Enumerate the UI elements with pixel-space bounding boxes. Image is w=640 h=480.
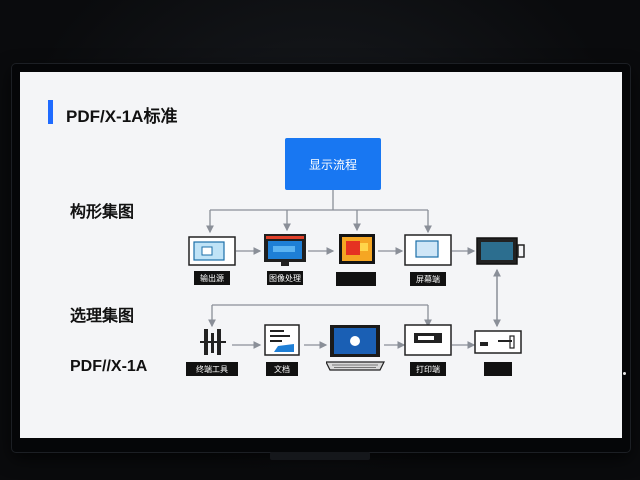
row-label-1: 构形集图: [70, 204, 135, 221]
power-led: [623, 372, 626, 375]
laptop-icon: [325, 325, 385, 371]
top-node-5: [476, 237, 526, 271]
bottom-node-1: [198, 325, 232, 363]
printer-icon: [404, 324, 452, 356]
tools-icon: [200, 329, 226, 355]
bottom-node-2-label: 文档: [266, 362, 298, 376]
top-node-4: [404, 234, 452, 272]
output-device-icon: [474, 330, 522, 354]
monitor-stand: [270, 452, 370, 460]
bottom-node-5: [474, 330, 524, 362]
color-monitor-icon: [339, 234, 375, 264]
bottom-node-3: [325, 324, 386, 378]
monitor-icon: [188, 236, 236, 266]
bottom-node-4: [404, 324, 452, 362]
screen-icon: [404, 234, 452, 266]
top-node-1: [188, 236, 236, 272]
bottom-node-5-label: [484, 362, 512, 376]
center-process-box: 显示流程: [285, 138, 381, 190]
bottom-node-1-label: 终端工具: [186, 362, 238, 376]
document-icon: [264, 324, 300, 356]
display-icon: [264, 234, 306, 266]
bottom-node-2: [264, 324, 302, 362]
bottom-node-4-label: 打印端: [410, 362, 446, 376]
tablet-device-icon: [476, 237, 525, 265]
top-node-3-label: [336, 272, 376, 286]
row-label-2: 选理集图: [70, 308, 135, 325]
top-node-3: [338, 233, 378, 275]
slide-title: PDF/X-1A标准: [66, 107, 178, 126]
row-label-3: PDF//X-1A: [70, 358, 148, 375]
top-node-1-label: 输出源: [194, 271, 230, 285]
slide-screen: [20, 72, 622, 438]
top-node-4-label: 屏幕端: [410, 272, 446, 286]
title-accent-bar: [48, 100, 53, 124]
top-node-2-label: 图像处理: [267, 271, 303, 285]
top-node-2: [263, 233, 307, 271]
